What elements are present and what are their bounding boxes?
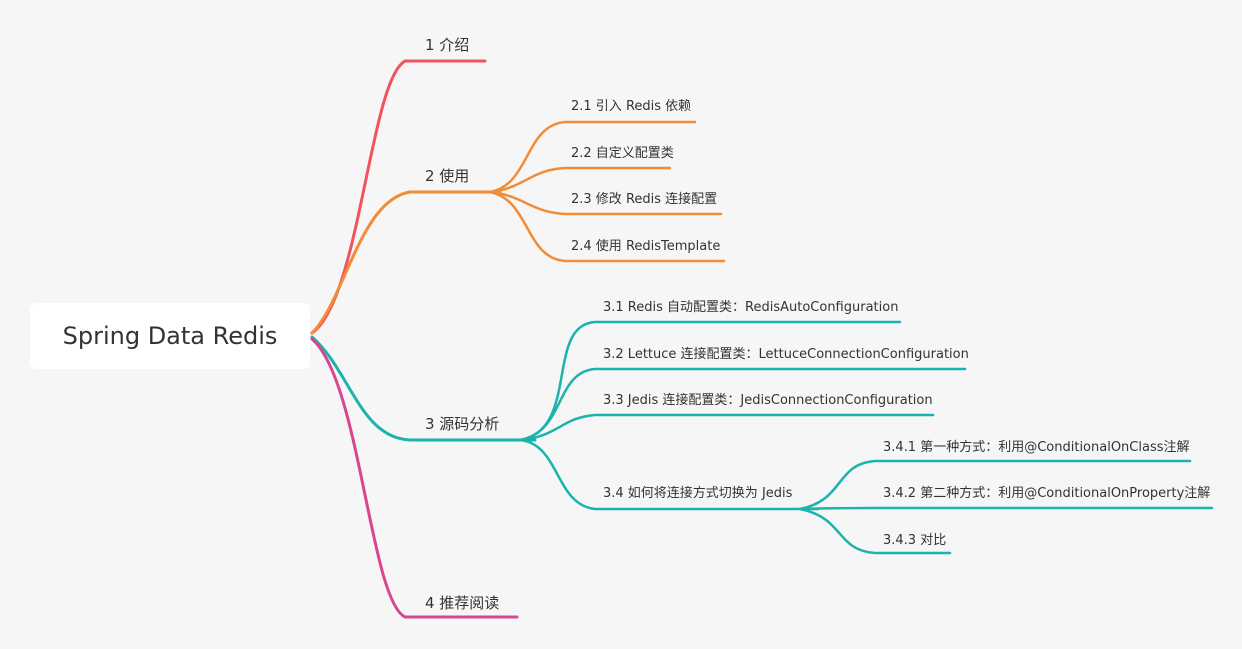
connector-3 — [310, 335, 537, 442]
subtopic-2-4[interactable]: 2.4 使用 RedisTemplate — [571, 239, 721, 254]
connector-3-4-3 — [798, 507, 952, 555]
subtopic-3-3[interactable]: 3.3 Jedis 连接配置类：JedisConnectionConfigura… — [603, 393, 933, 408]
subtopic-3-4-1[interactable]: 3.4.1 第一种方式：利用@ConditionalOnClass注解 — [883, 440, 1190, 455]
connector-2-1 — [488, 120, 697, 194]
connector-3-4-1 — [798, 459, 1192, 511]
connector-3-2 — [518, 367, 967, 442]
topic-3-source-analysis[interactable]: 3 源码分析 — [425, 415, 500, 433]
subtopic-3-1[interactable]: 3.1 Redis 自动配置类：RedisAutoConfiguration — [603, 300, 899, 315]
connector-3-4 — [518, 438, 820, 511]
subtopic-3-2[interactable]: 3.2 Lettuce 连接配置类：LettuceConnectionConfi… — [603, 347, 969, 362]
connector-4 — [310, 337, 519, 619]
connector-3-1 — [518, 320, 902, 442]
connector-2-2 — [488, 166, 672, 194]
subtopic-2-1[interactable]: 2.1 引入 Redis 依赖 — [571, 99, 692, 114]
subtopic-3-4[interactable]: 3.4 如何将连接方式切换为 Jedis — [603, 486, 793, 501]
subtopic-2-3[interactable]: 2.3 修改 Redis 连接配置 — [571, 192, 718, 207]
connector-3-4-2 — [798, 506, 1214, 511]
connector-2-4 — [488, 190, 726, 263]
subtopic-3-4-3[interactable]: 3.4.3 对比 — [883, 533, 947, 548]
subtopic-2-2[interactable]: 2.2 自定义配置类 — [571, 146, 674, 161]
connector-2-3 — [488, 190, 723, 216]
connector-3-3 — [518, 413, 935, 442]
topic-4-recommended-reading[interactable]: 4 推荐阅读 — [425, 594, 500, 612]
topic-2-usage[interactable]: 2 使用 — [425, 167, 470, 185]
root-topic[interactable]: Spring Data Redis — [30, 303, 310, 369]
connector-2 — [310, 190, 502, 335]
topic-1-intro[interactable]: 1 介绍 — [425, 36, 470, 54]
subtopic-3-4-2[interactable]: 3.4.2 第二种方式：利用@ConditionalOnProperty注解 — [883, 486, 1211, 501]
